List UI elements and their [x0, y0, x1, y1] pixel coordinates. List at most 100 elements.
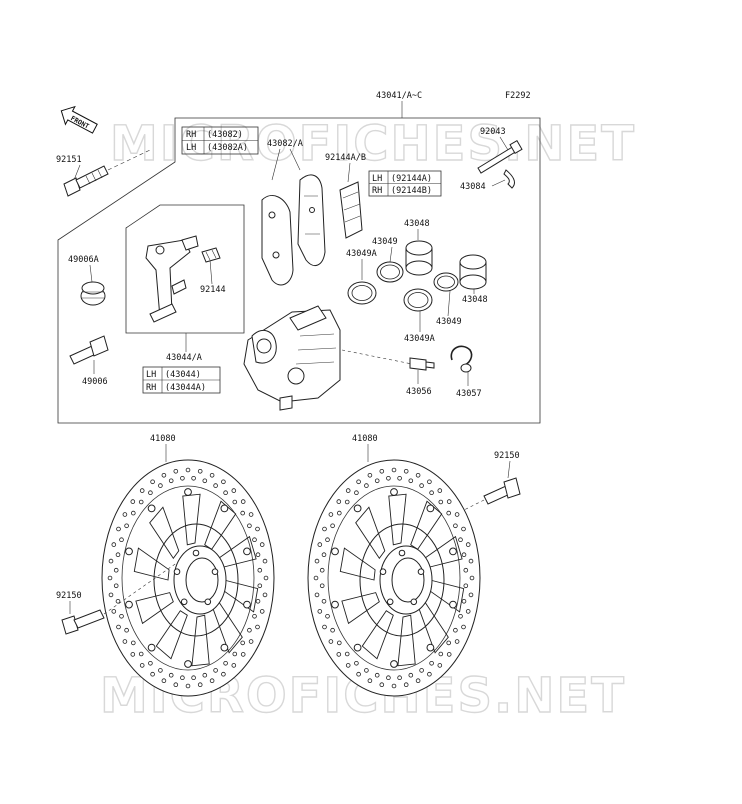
floating-rivet [147, 504, 156, 513]
shim-row1-part: (92144A) [391, 174, 432, 184]
floating-rivet [243, 547, 251, 556]
vent-hole [161, 472, 167, 478]
disc-spoke [135, 592, 174, 625]
vent-hole [221, 479, 226, 485]
vent-hole [209, 678, 215, 683]
vent-hole [131, 640, 136, 646]
vent-hole [139, 663, 145, 668]
label-41080-left: 41080 [150, 434, 176, 444]
floating-rivet [125, 600, 133, 609]
label-43048-b: 43048 [462, 295, 488, 305]
vent-hole [313, 575, 319, 581]
vent-hole [314, 592, 320, 598]
vent-hole [122, 639, 128, 644]
vent-hole [180, 675, 185, 680]
hub-bolt-hole [386, 598, 394, 606]
vent-hole [446, 499, 452, 504]
disc-spoke [339, 547, 376, 581]
vent-hole [138, 499, 144, 505]
label-43048-a: 43048 [404, 219, 430, 229]
pad-row1-side: RH [186, 130, 196, 140]
disc-spoke [133, 547, 170, 581]
vent-hole [107, 575, 113, 581]
hub-bolt-hole [398, 549, 406, 557]
floating-rivet [220, 643, 229, 652]
vent-hole [325, 613, 330, 619]
vent-hole [191, 475, 196, 481]
bleeder-valve [409, 357, 435, 371]
vent-hole [122, 512, 128, 517]
vent-hole [124, 627, 129, 633]
floating-rivet [220, 504, 229, 513]
vent-hole [391, 683, 397, 689]
vent-hole [255, 624, 260, 630]
front-arrow-icon: FRONT [60, 105, 98, 134]
vent-hole [364, 668, 369, 673]
vent-hole [168, 672, 174, 678]
vent-hole [461, 598, 467, 604]
pad-shim [339, 181, 363, 239]
vent-hole [364, 483, 369, 488]
vent-hole [386, 675, 391, 680]
hub-bolt-hole [204, 598, 212, 606]
vent-hole [262, 592, 268, 598]
vent-hole [374, 672, 380, 678]
vent-hole [321, 552, 327, 557]
disc-bolt-right [483, 477, 521, 505]
bracket-row1-side: LH [146, 370, 156, 380]
vent-hole [391, 467, 397, 473]
vent-hole [185, 467, 191, 473]
pad-side-table: RH (43082) LH (43082A) [181, 126, 259, 155]
floating-rivet [353, 643, 362, 652]
vent-hole [468, 592, 474, 598]
vent-hole [173, 468, 179, 474]
vent-hole [231, 488, 237, 493]
vent-hole [446, 510, 452, 516]
vent-hole [180, 475, 185, 481]
vent-hole [345, 663, 351, 668]
vent-hole [438, 651, 444, 657]
vent-hole [173, 682, 179, 687]
vent-hole [397, 475, 402, 481]
vent-hole [427, 671, 432, 677]
floating-rivet [331, 547, 339, 556]
piston-a [405, 240, 433, 276]
vent-hole [325, 537, 330, 542]
disc-spoke [182, 493, 201, 546]
vent-hole [415, 678, 421, 683]
vent-hole [158, 483, 163, 488]
vent-hole [130, 499, 136, 504]
vent-hole [344, 651, 350, 657]
pad-pin [477, 139, 523, 174]
vent-hole [113, 567, 119, 573]
vent-hole [328, 512, 334, 517]
vent-hole [231, 663, 237, 668]
label-49006A: 49006A [68, 255, 99, 265]
disc-bolt-left [61, 609, 105, 635]
vent-hole [336, 640, 342, 646]
vent-hole [257, 567, 263, 573]
disc-spoke [361, 610, 394, 660]
label-43049A-a: 43049A [346, 249, 377, 259]
vent-hole [344, 499, 350, 505]
vent-hole [461, 526, 466, 532]
vent-hole [116, 624, 121, 630]
vent-hole [113, 583, 119, 589]
vent-hole [454, 512, 460, 517]
vent-hole [108, 592, 114, 598]
vent-hole [336, 499, 342, 504]
disc-spoke [397, 614, 416, 667]
vent-hole [119, 537, 124, 542]
vent-hole [429, 660, 434, 666]
vent-hole [259, 542, 265, 547]
vent-hole [257, 583, 263, 589]
label-92150-left: 92150 [56, 591, 82, 601]
vent-hole [248, 512, 254, 517]
vent-hole [115, 598, 121, 604]
label-43049-b: 43049 [436, 317, 462, 327]
shim-side-table: LH (92144A) RH (92144B) [368, 170, 442, 197]
vent-hole [367, 678, 373, 683]
vent-hole [139, 488, 145, 493]
vent-hole [262, 558, 268, 564]
